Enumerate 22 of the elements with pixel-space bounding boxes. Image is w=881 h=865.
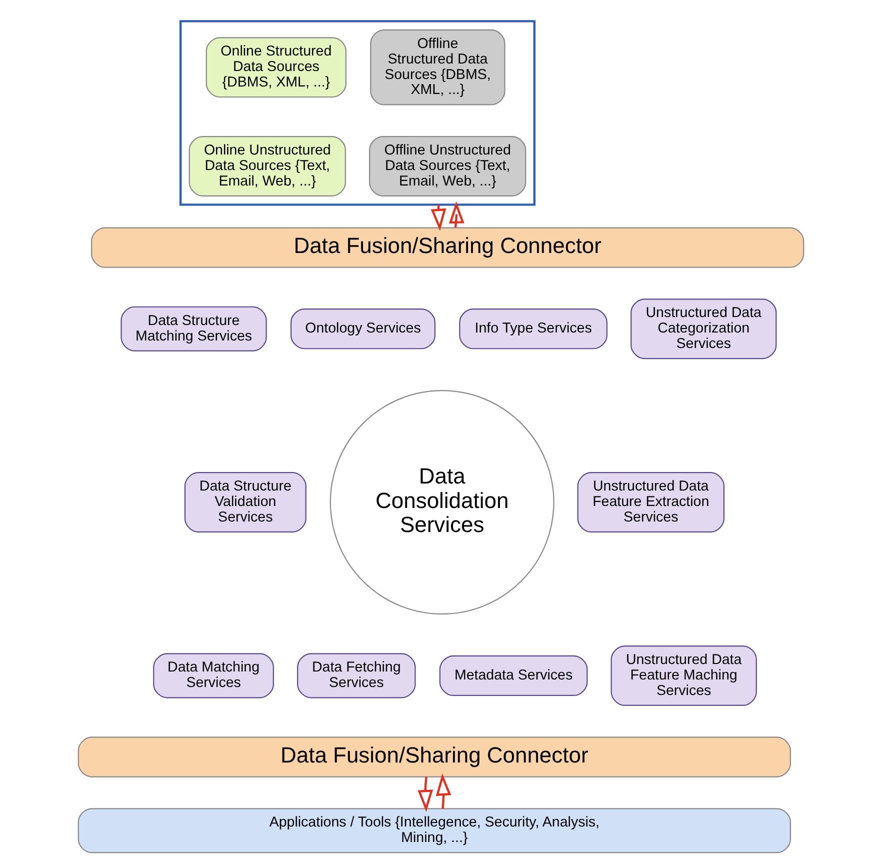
node-box: Offline Unstructured Data Sources {Text, Email, Web, ...} [368, 136, 526, 196]
node-box: Metadata Services [438, 655, 588, 696]
node-box: Unstructured Data Feature Extraction Services [576, 472, 724, 532]
node-box: Data Structure Validation Services [184, 472, 306, 532]
node-box: Online Structured Data Sources {DBMS, XML, ...} [205, 37, 346, 98]
node-box: Data Fusion/Sharing Connector [90, 227, 804, 268]
node-box: Info Type Services [458, 308, 607, 350]
arrow [417, 776, 433, 812]
cluster [178, 20, 535, 206]
node-box: Applications / Tools {Intellegence, Security, Analysis, Mining, ...} [77, 808, 790, 854]
node-box: Ontology Services [290, 308, 435, 350]
node-box: Unstructured Data Feature Maching Services [610, 645, 756, 706]
node-box: Offline Structured Data Sources {DBMS, XML, ...} [370, 29, 505, 106]
node-box: Online Unstructured Data Sources {Text, Email, Web, ...} [188, 136, 346, 196]
node-box: Unstructured Data Categorization Services [630, 298, 776, 360]
node-box: Data Fetching Services [296, 653, 416, 698]
arrow [448, 201, 464, 228]
arrow [435, 774, 451, 809]
node-circle: Data Consolidation Services [329, 390, 554, 615]
node-box: Data Matching Services [152, 653, 274, 698]
node-box: Data Fusion/Sharing Connector [77, 736, 790, 778]
node-box: Data Structure Matching Services [120, 306, 266, 352]
